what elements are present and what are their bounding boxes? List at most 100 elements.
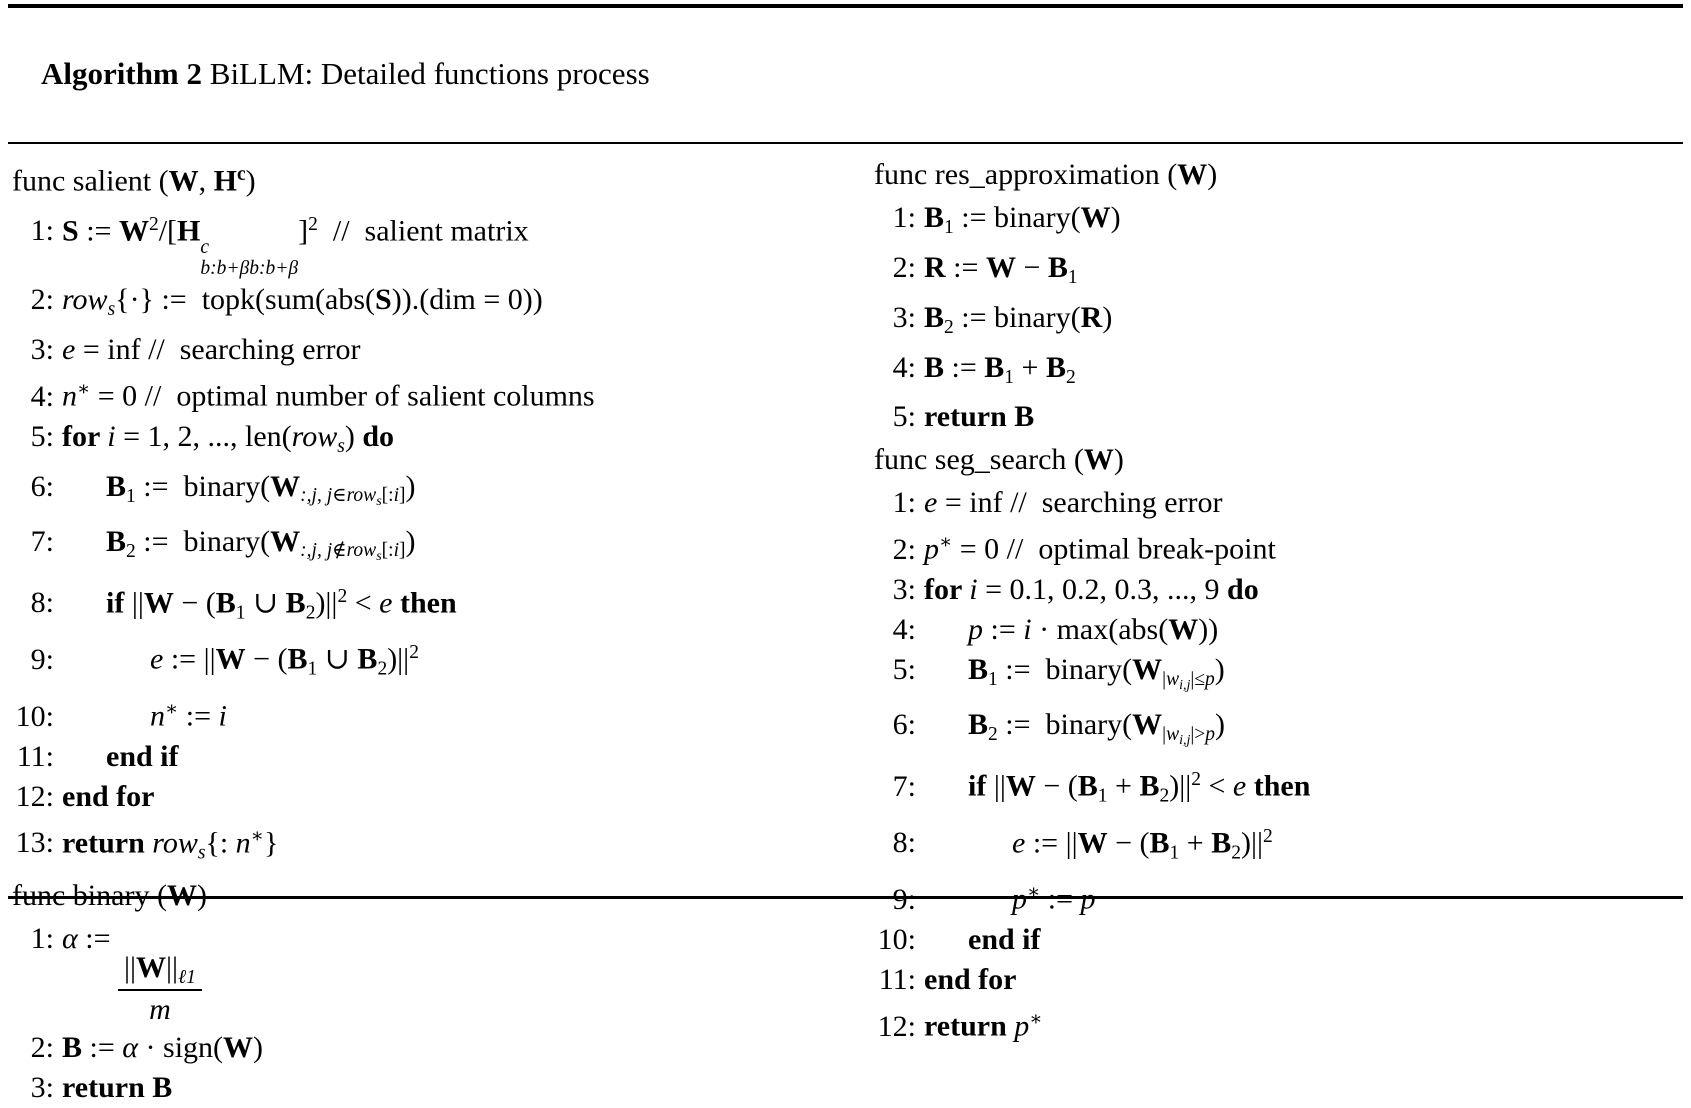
math-token: return: [924, 1009, 1015, 1043]
math-token: p: [968, 613, 983, 647]
line-content: end for: [62, 777, 155, 817]
math-token: · sign(: [138, 1030, 224, 1064]
math-token: 2: [1191, 769, 1201, 791]
math-token: ): [253, 1030, 264, 1064]
math-token: then: [392, 586, 457, 620]
supscript: 2: [1263, 826, 1273, 847]
function-header: func seg_search (W): [870, 437, 1683, 483]
math-token: ]: [399, 540, 406, 562]
algorithm-line: 3:B2 := binary(R): [870, 298, 1683, 348]
math-token: 2: [409, 642, 419, 664]
function-header: func res_approximation (W): [870, 152, 1683, 198]
math-token: i,j: [1179, 732, 1191, 749]
line-content: for i = 1, 2, ..., len(rows) do: [62, 417, 394, 467]
line-content: if ||W − (B1 ∪ B2)||2 < e then: [62, 577, 457, 634]
subscript: 2: [126, 540, 136, 561]
math-token: = 1, 2, ..., len(: [115, 419, 292, 453]
algorithm-title-text: BiLLM: Detailed functions process: [202, 56, 650, 91]
algorithm-line: 13:return rows{: n∗}: [8, 817, 870, 874]
math-token: m: [149, 993, 171, 1027]
line-content: B1 := binary(W|wi,j|≤p): [924, 650, 1225, 705]
math-token: = 0 // optimal break-point: [952, 533, 1276, 567]
line-content: rows{·} := topk(sum(abs(S)).(dim = 0)): [62, 280, 543, 330]
math-token: −: [1015, 250, 1048, 284]
math-token: i: [1023, 613, 1032, 647]
math-token: i: [218, 699, 227, 733]
algorithm-caption: Algorithm 2 BiLLM: Detailed functions pr…: [8, 8, 1683, 140]
math-token: :,j, j: [300, 540, 333, 562]
math-token: :=: [82, 1030, 123, 1064]
math-token: [:: [381, 540, 394, 562]
algorithm-line: 7:if ||W − (B1 + B2)||2 < e then: [870, 760, 1683, 817]
math-token: )||: [315, 586, 338, 620]
subscript: |wi,j|≤p: [1162, 669, 1215, 693]
math-token: // salient matrix: [317, 214, 529, 248]
math-token: for: [924, 573, 970, 607]
subscript: 1: [308, 659, 318, 680]
math-token: := ||: [1025, 826, 1078, 860]
math-token: )||: [1240, 826, 1263, 860]
math-token: := binary(: [997, 708, 1133, 742]
math-token: = 0 // optimal number of salient columns: [90, 379, 595, 413]
math-token: if: [106, 586, 132, 620]
line-number: 7:: [892, 769, 916, 803]
supscript: 2: [308, 214, 318, 235]
math-token: i: [107, 419, 116, 453]
math-token: − (: [1107, 826, 1150, 860]
supscript: ∗: [939, 532, 952, 553]
math-token: := binary(: [135, 469, 271, 503]
math-token: B: [984, 350, 1005, 384]
line-content: B1 := binary(W:,j, j∈rows[:i]): [62, 467, 416, 522]
math-token: :=: [944, 350, 985, 384]
math-token: return: [62, 1070, 153, 1104]
line-number: 11:: [16, 739, 54, 773]
math-token: for: [62, 419, 108, 453]
math-token: ||: [131, 586, 144, 620]
line-number: 5:: [892, 400, 916, 434]
line-content: for i = 0.1, 0.2, 0.3, ..., 9 do: [924, 570, 1259, 610]
math-token: B: [1077, 769, 1098, 803]
math-token: ): [405, 524, 416, 558]
supscript: ∗: [1027, 882, 1040, 903]
line-number: 10:: [877, 923, 916, 957]
math-token: )).(dim = 0)): [391, 283, 543, 317]
algorithm-line: 6:B2 := binary(W|wi,j|>p): [870, 705, 1683, 760]
algorithm-line: 4:B := B1 + B2: [870, 348, 1683, 398]
math-token: R: [1080, 300, 1103, 334]
math-token: ||: [124, 950, 137, 984]
math-token: W: [143, 586, 174, 620]
line-number: 10:: [15, 699, 54, 733]
supscript: ∗: [1029, 1009, 1042, 1030]
supscript: 2: [149, 214, 159, 235]
line-number: 3:: [30, 333, 54, 367]
math-token: := binary(: [953, 300, 1081, 334]
line-number: 5:: [892, 653, 916, 687]
math-token: ): [1215, 708, 1226, 742]
math-token: then: [1246, 769, 1311, 803]
math-token: − (: [245, 642, 288, 676]
line-number: 2:: [892, 533, 916, 567]
math-token: row: [346, 540, 377, 562]
subscript: 1: [236, 602, 246, 623]
subscript: 2: [944, 317, 954, 338]
math-token: ]: [399, 485, 406, 507]
math-token: B: [924, 350, 945, 384]
math-token: 1: [988, 668, 998, 690]
math-token: ): [1102, 300, 1113, 334]
math-token: 2: [308, 213, 318, 235]
math-token: func seg_search (: [874, 443, 1084, 477]
subscript: b:b+βb:b+β: [200, 258, 298, 280]
line-number: 9:: [30, 642, 54, 676]
line-number: 6:: [30, 469, 54, 503]
math-token: 2: [1159, 785, 1170, 807]
algorithm-line: 5:return B: [870, 397, 1683, 437]
math-token: = inf // searching error: [937, 486, 1223, 520]
function-header: func salient (W, Hc): [8, 152, 870, 205]
algorithm-line: 2:R := W − B1: [870, 248, 1683, 298]
line-number: 3:: [892, 300, 916, 334]
math-token: return: [924, 400, 1015, 434]
